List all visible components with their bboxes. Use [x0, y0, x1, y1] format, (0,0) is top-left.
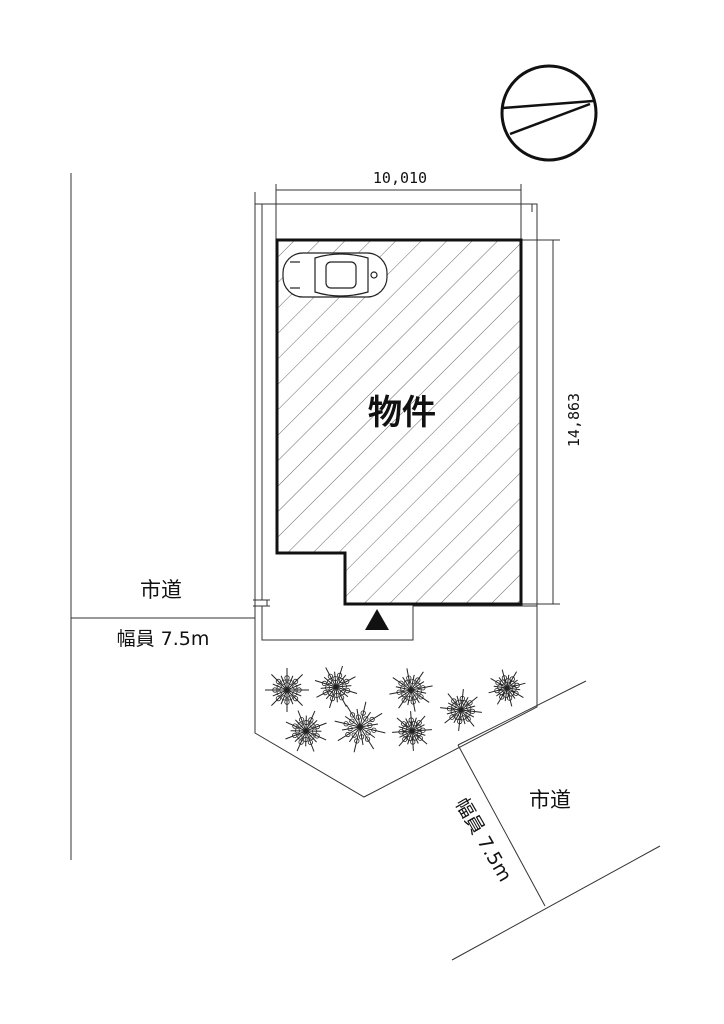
tree-icon	[392, 711, 432, 751]
tree-icon	[488, 669, 526, 707]
southeast-road-type-label: 市道	[529, 788, 571, 812]
depth-dimension-line	[521, 239, 560, 605]
width-dimension-label: 10,010	[373, 169, 427, 187]
tree-icon	[265, 668, 309, 712]
car-icon	[282, 252, 388, 298]
site-boundary	[253, 192, 538, 798]
north-arrow-compass-icon	[500, 64, 598, 162]
tree-icon	[314, 665, 358, 709]
west-road-type-label: 市道	[140, 578, 182, 602]
tree-icon	[389, 668, 433, 712]
depth-dimension-label: 14,863	[565, 393, 583, 447]
west-road-width-label: 幅員 7.5m	[117, 628, 210, 650]
southeast-road-width-label: 幅員 7.5m	[450, 794, 515, 885]
tree-icon	[285, 710, 327, 752]
landscaping-trees	[265, 665, 526, 753]
tree-icon	[334, 701, 386, 753]
property-footprint	[275, 238, 523, 606]
width-dimension-line	[275, 184, 522, 240]
southeast-road-lines	[451, 680, 661, 961]
entrance-triangle-icon	[365, 609, 389, 630]
tree-icon	[440, 689, 482, 731]
property-label: 物件	[368, 393, 436, 433]
